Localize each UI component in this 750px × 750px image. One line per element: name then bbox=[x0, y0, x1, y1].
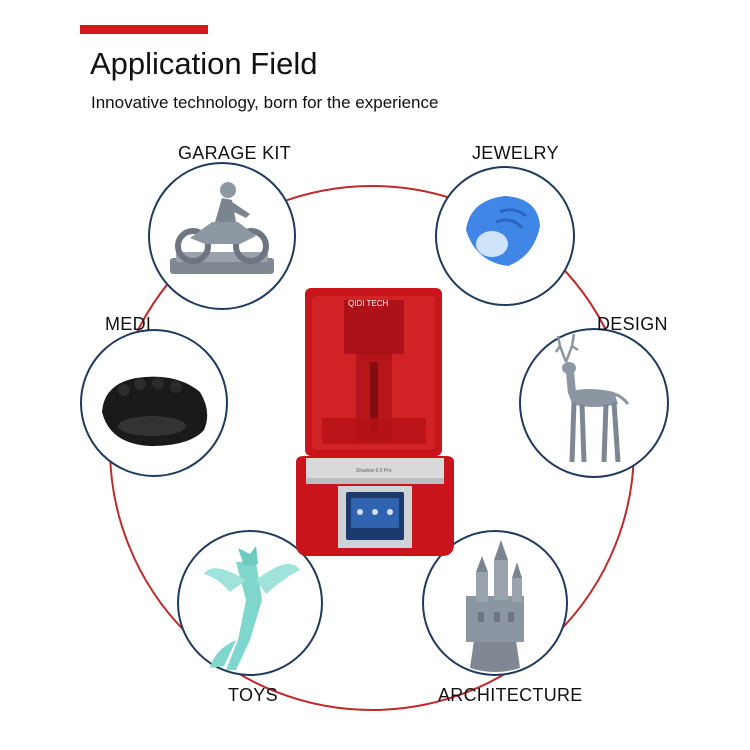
deer-model-icon bbox=[554, 333, 630, 463]
dental-model-icon bbox=[102, 376, 208, 446]
field-circle-architecture bbox=[422, 530, 568, 676]
printer-vat-edge bbox=[306, 458, 444, 480]
field-circle-jewelry bbox=[435, 166, 575, 306]
field-label-design: DESIGN bbox=[597, 314, 668, 334]
motorcycle-model-icon bbox=[170, 182, 274, 274]
field-circle-garage-kit bbox=[148, 162, 296, 310]
ring-model-icon bbox=[466, 196, 540, 266]
field-label-medi: MEDI bbox=[105, 314, 152, 334]
field-label-garage-kit: GARAGE KIT bbox=[178, 143, 292, 163]
field-label-architecture: ARCHITECTURE bbox=[438, 685, 583, 705]
castle-model-icon bbox=[466, 540, 524, 672]
field-label-jewelry: JEWELRY bbox=[472, 143, 559, 163]
field-label-toys: TOYS bbox=[228, 685, 278, 705]
dragon-model-icon bbox=[204, 546, 300, 670]
field-circle-toys bbox=[177, 530, 323, 676]
page-subtitle: Innovative technology, born for the expe… bbox=[91, 93, 439, 112]
field-circle-medi bbox=[80, 329, 228, 477]
resin-printer: QIDI TECH Shadow 6.0 Pro bbox=[296, 288, 454, 556]
field-circle-design bbox=[519, 328, 669, 478]
printer-model: Shadow 6.0 Pro bbox=[356, 468, 392, 474]
page-title: Application Field bbox=[90, 46, 318, 81]
accent-bar bbox=[80, 25, 208, 34]
printer-brand: QIDI TECH bbox=[348, 299, 389, 308]
